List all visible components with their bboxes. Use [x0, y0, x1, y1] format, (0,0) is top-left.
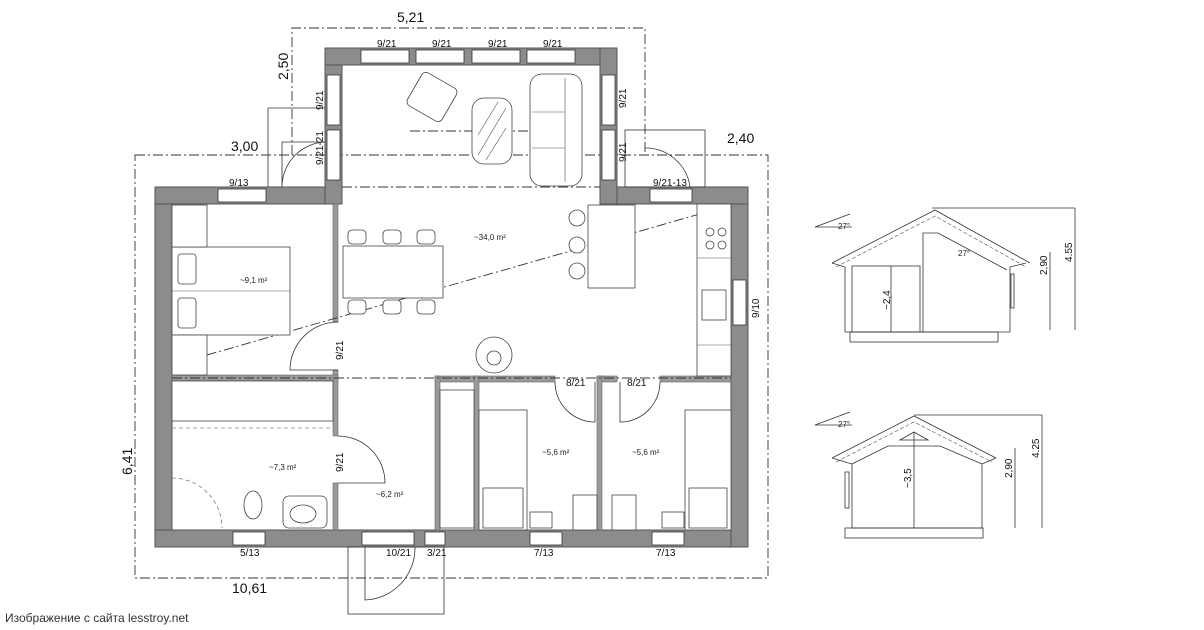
opening-label: 9/21	[488, 39, 508, 50]
opening-label: 9/10	[751, 298, 762, 318]
opening-label: 9/21	[432, 39, 452, 50]
opening-label: 9/21	[335, 340, 346, 360]
section-1-inner-angle: 27°	[958, 249, 970, 258]
opening-label: 8/21	[627, 378, 647, 389]
opening-label: 9/21	[315, 90, 326, 110]
section-2-wall-height: 2,90	[1004, 458, 1015, 478]
section-2-roof-angle: 27°	[838, 420, 850, 429]
opening-label: 9/21	[543, 39, 563, 50]
room-area-hall: ~6,2 m²	[376, 490, 404, 499]
opening-label: 9/21-21	[315, 131, 326, 165]
source-caption: Изображение с сайта lesstroy.net	[5, 611, 189, 625]
room-area-bathroom: ~7,3 m²	[269, 463, 297, 472]
dimension-lines	[134, 27, 769, 579]
dim-ext-depth: 2,50	[275, 53, 291, 80]
opening-label: 9/21	[618, 142, 629, 162]
dim-right-offset: 2,40	[727, 130, 754, 146]
dim-top-width: 5,21	[397, 9, 424, 25]
opening-label: 9/21	[377, 39, 397, 50]
room-area-living: ~34,0 m²	[474, 233, 506, 242]
opening-label: 10/21	[386, 548, 411, 559]
section-1-wall-height: 2,90	[1039, 255, 1050, 275]
opening-label: 3/21	[427, 548, 447, 559]
room-area-bedroom: ~9,1 m²	[240, 276, 268, 285]
opening-label: 9/13	[229, 178, 249, 189]
section-2-total-height: 4.25	[1031, 438, 1042, 458]
section-2-room-height: ~3,5	[903, 468, 914, 488]
section-1-room-height: ~2,4	[882, 290, 893, 310]
porches	[281, 129, 706, 615]
opening-label: 7/13	[656, 548, 676, 559]
section-view-2	[814, 411, 1043, 539]
windows	[217, 49, 747, 546]
furniture	[171, 71, 732, 531]
opening-label: 9/21	[618, 88, 629, 108]
dim-total-width: 10,61	[232, 580, 267, 596]
room-area-room-2: ~5,6 m²	[632, 448, 660, 457]
room-area-room-1: ~5,6 m²	[542, 448, 570, 457]
opening-label: 9/21-13	[653, 178, 687, 189]
section-1-roof-angle: 27°	[838, 222, 850, 231]
section-1-total-height: 4.55	[1064, 242, 1075, 262]
dim-left-offset: 3,00	[231, 138, 258, 154]
opening-label: 9/21	[335, 452, 346, 472]
dim-total-depth: 6,41	[119, 448, 135, 475]
opening-label: 5/13	[240, 548, 260, 559]
opening-label: 7/13	[534, 548, 554, 559]
opening-label: 8/21	[566, 378, 586, 389]
section-view-1	[814, 207, 1076, 343]
